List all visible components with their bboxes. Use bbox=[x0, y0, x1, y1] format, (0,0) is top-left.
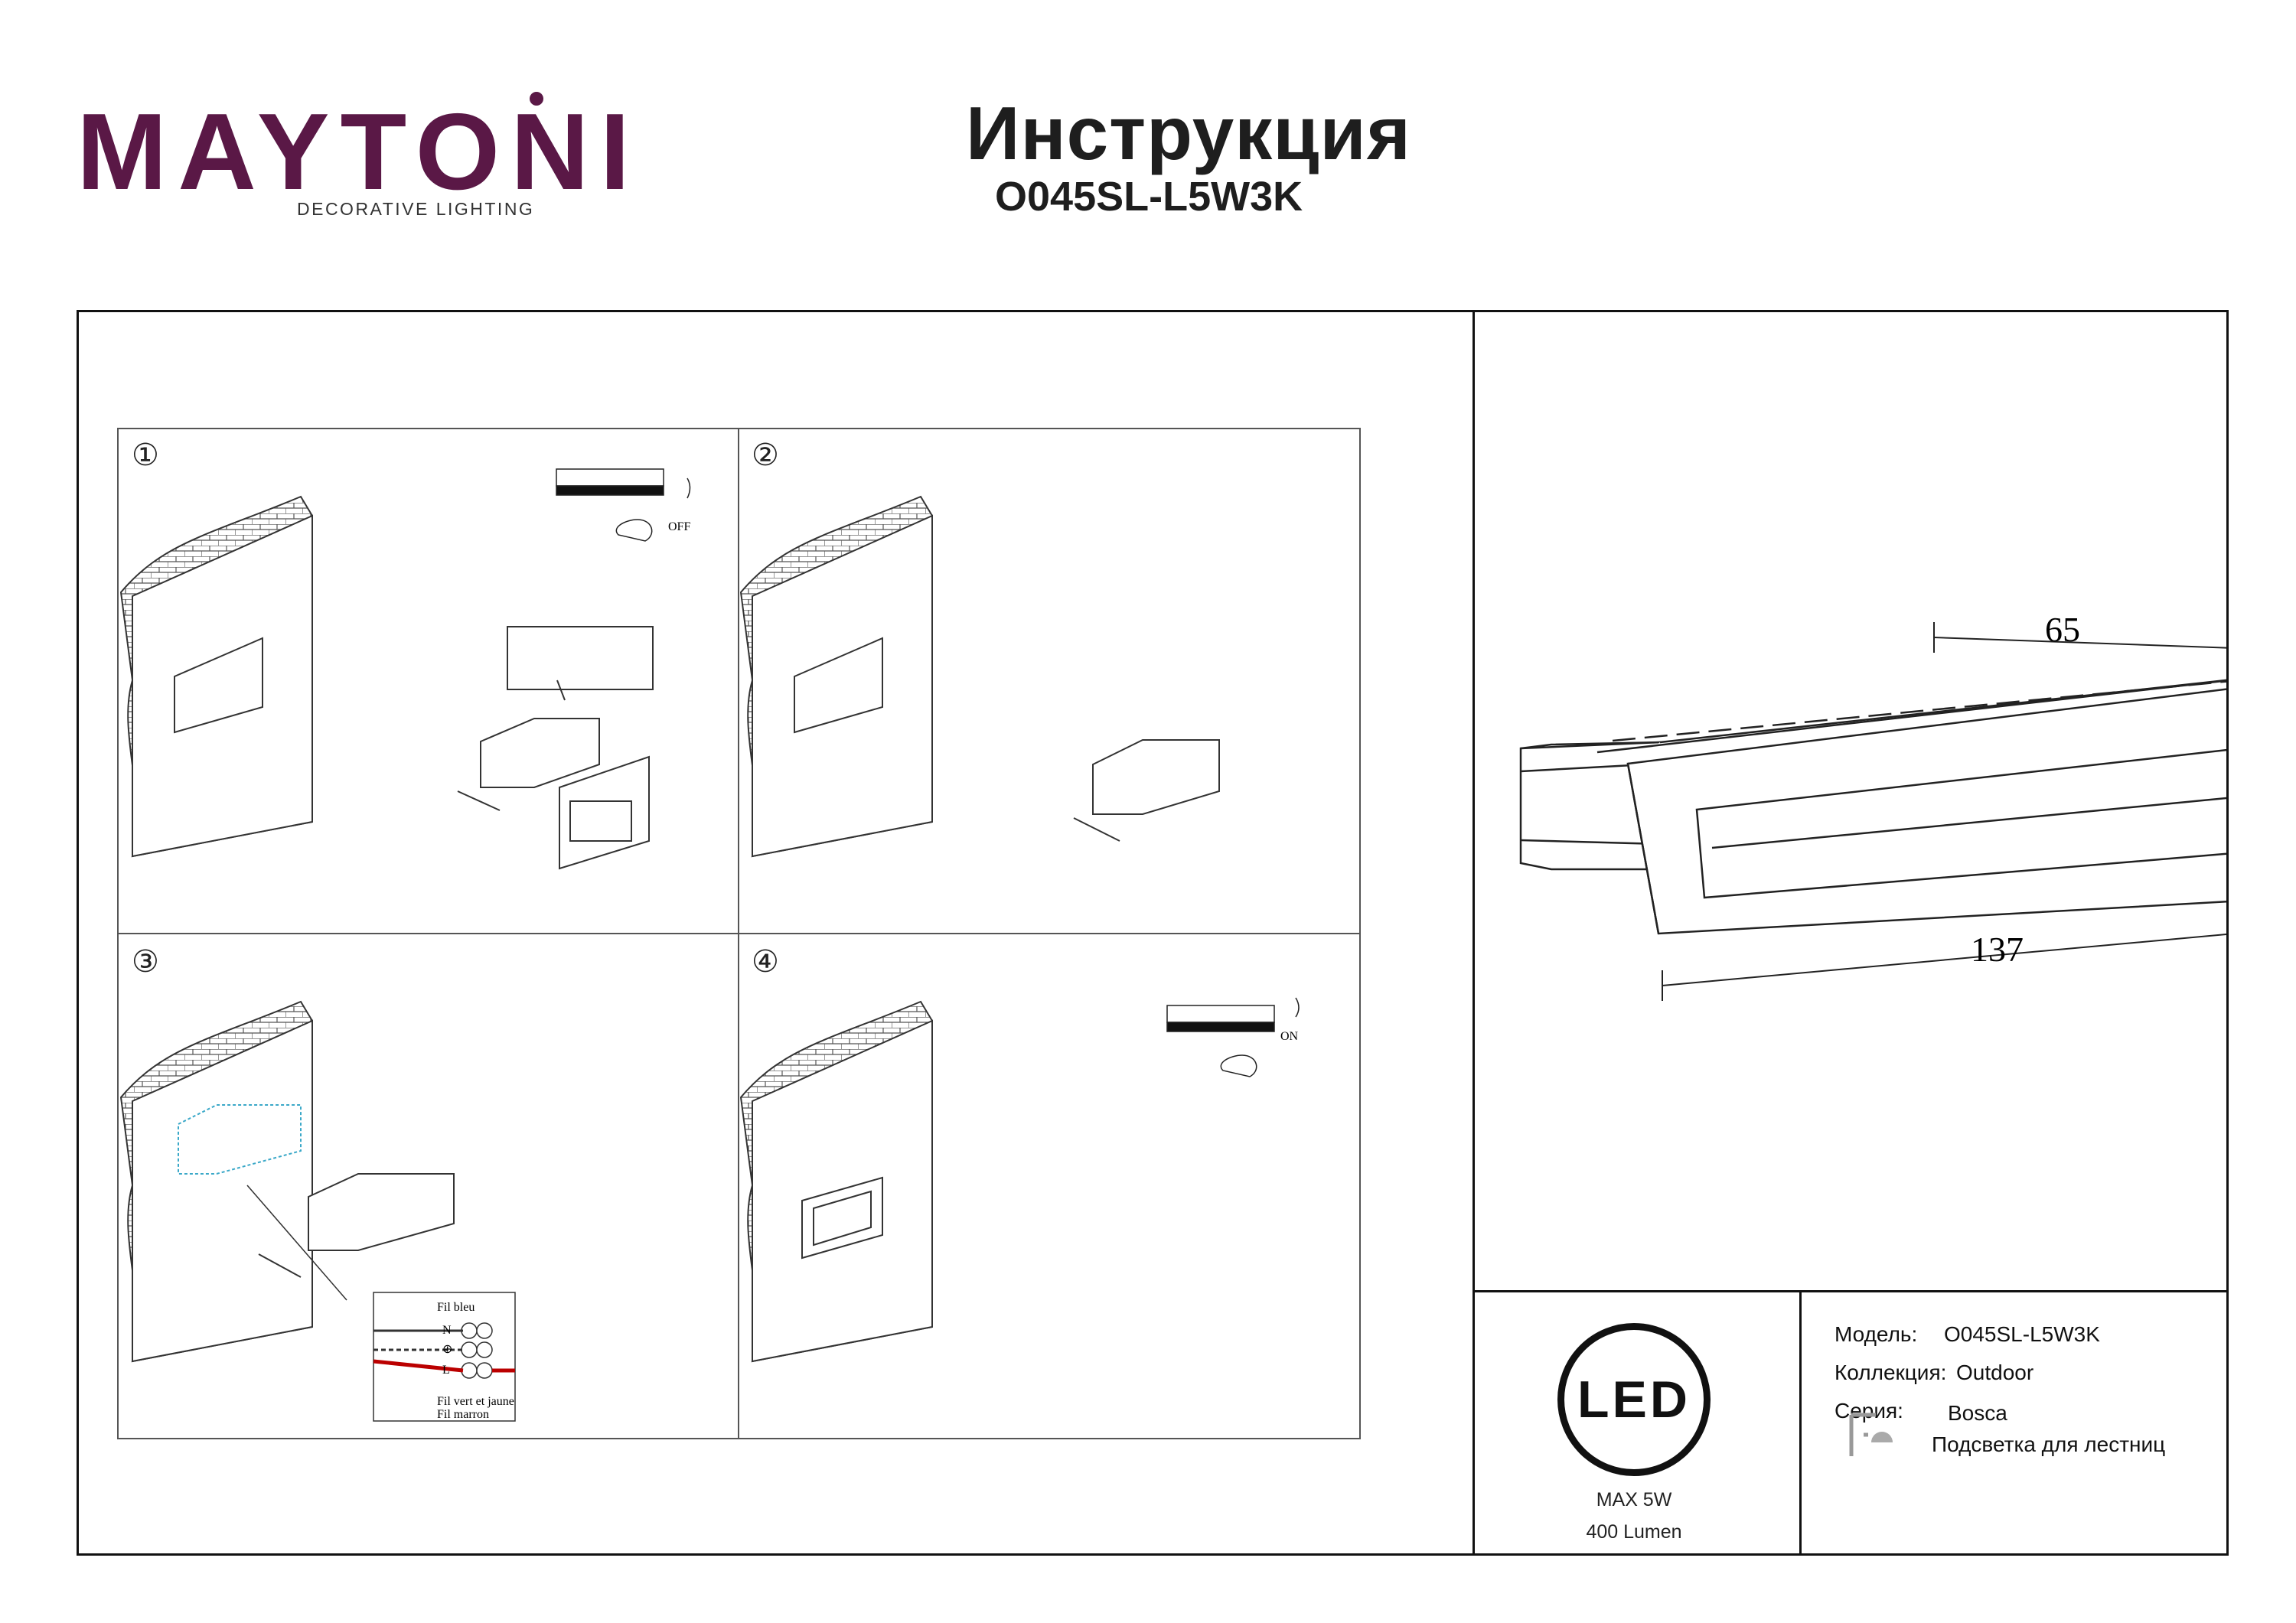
spec-collection-value: Outdoor bbox=[1956, 1361, 2034, 1384]
spec-collection-label: Коллекция: bbox=[1835, 1361, 1947, 1384]
step-3-terminal-n: N bbox=[442, 1324, 452, 1337]
main-frame bbox=[77, 310, 2229, 1556]
spec-series-label: Серия: bbox=[1835, 1399, 1903, 1423]
led-power: MAX 5W bbox=[1596, 1489, 1672, 1511]
step-2-number: ② bbox=[752, 438, 779, 473]
step-1-number: ① bbox=[132, 438, 159, 473]
step-4-wall bbox=[739, 1000, 933, 1363]
spec-type-value: Подсветка для лестниц bbox=[1932, 1432, 2166, 1456]
stair-light-icon bbox=[1849, 1413, 1893, 1456]
product-drawing: 65 54 137 bbox=[1519, 610, 2226, 1001]
steps-divider-horizontal bbox=[117, 933, 1361, 934]
steps-illustration: OFF Fil bleu Fil vert et jaune Fil marro… bbox=[119, 468, 1300, 1422]
step-1-switch-label: OFF bbox=[668, 520, 690, 533]
step-3-wiring bbox=[246, 1185, 516, 1422]
step-1-switch bbox=[556, 468, 691, 542]
led-badge-label: LED bbox=[1577, 1370, 1691, 1429]
brand-logo: MAYTONI bbox=[77, 98, 641, 207]
step-3-terminal-l: L bbox=[442, 1364, 450, 1377]
step-1-parts bbox=[457, 626, 654, 870]
step-2-wall bbox=[739, 495, 1220, 858]
step-3-wire-label-2: Fil vert et jaune bbox=[437, 1395, 514, 1408]
model-heading: O045SL-L5W3K bbox=[995, 174, 1303, 220]
step-4-switch bbox=[1166, 997, 1300, 1077]
brand-tagline: DECORATIVE LIGHTING bbox=[297, 199, 535, 219]
step-4-number: ④ bbox=[752, 944, 779, 979]
spec-model-label: Модель: bbox=[1835, 1322, 1918, 1346]
step-3-box-outline bbox=[178, 1104, 302, 1175]
dimension-length: 137 bbox=[1971, 930, 2024, 969]
spec-model-value: O045SL-L5W3K bbox=[1944, 1322, 2100, 1346]
brand-logo-dot bbox=[530, 92, 543, 106]
frame-divider-horizontal bbox=[1473, 1290, 2229, 1292]
step-4-switch-label: ON bbox=[1280, 1030, 1299, 1043]
frame-divider-vertical bbox=[1473, 310, 1475, 1556]
spec-divider bbox=[1799, 1290, 1802, 1556]
brand-logo-text: MAYTONI bbox=[77, 91, 641, 213]
step-3-number: ③ bbox=[132, 944, 159, 979]
led-badge bbox=[1557, 1323, 1711, 1476]
led-lumen: 400 Lumen bbox=[1586, 1521, 1682, 1543]
step-1-wall bbox=[119, 495, 313, 858]
step-3-terminal-earth: ⊕ bbox=[442, 1343, 452, 1356]
step-3-wire-label-1: Fil bleu bbox=[437, 1301, 475, 1314]
spec-series-value: Bosca bbox=[1948, 1401, 2007, 1425]
step-3-wall bbox=[119, 1000, 455, 1363]
dimension-depth: 65 bbox=[2045, 610, 2080, 649]
page-title: Инструкция bbox=[966, 91, 1411, 175]
step-3-wire-label-3: Fil marron bbox=[437, 1408, 489, 1421]
